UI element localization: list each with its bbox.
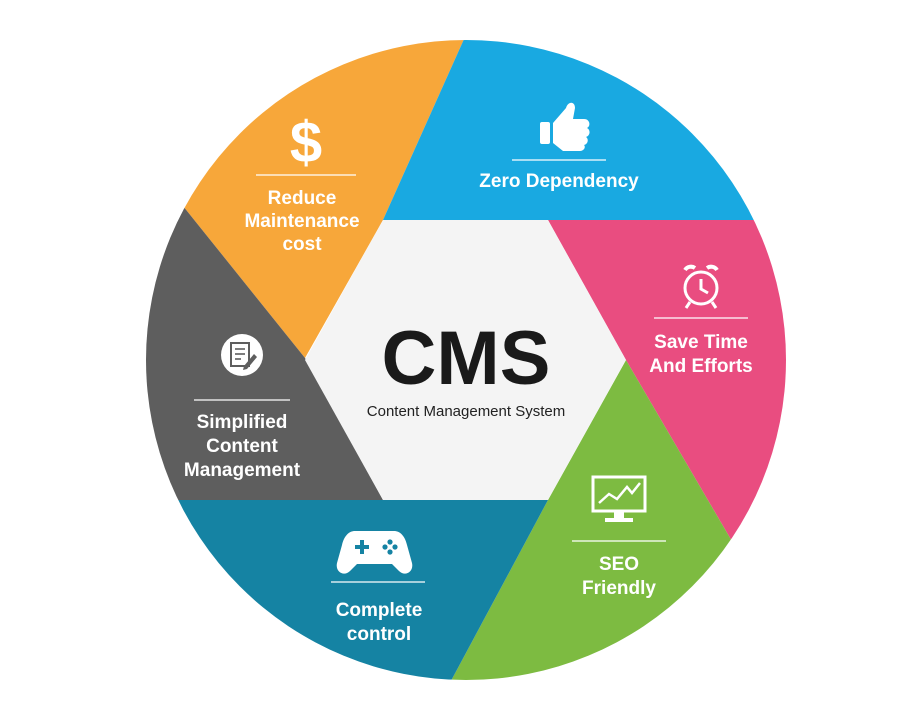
alarm-clock-icon <box>683 264 719 309</box>
cms-title: CMS <box>382 316 551 401</box>
segment-label: Save Time <box>654 332 748 353</box>
segment-label: And Efforts <box>649 356 752 377</box>
segment-label: Reduce <box>268 188 337 209</box>
segment-label: control <box>347 624 411 645</box>
segment-label: Simplified <box>197 412 288 433</box>
dollar-icon: $ <box>290 110 322 175</box>
segment-label: SEO <box>599 554 639 575</box>
segment-item-save-time: Save Time And Efforts <box>649 264 753 377</box>
center-hexagon <box>305 220 626 500</box>
segment-label: Complete <box>336 600 423 621</box>
segment-label: Friendly <box>582 578 656 599</box>
segment-item-complete-control: Complete control <box>331 531 425 645</box>
segment-label: Management <box>184 460 301 481</box>
segment-label: Zero Dependency <box>479 171 639 192</box>
segment-label: Content <box>206 436 278 457</box>
segment-item-seo-friendly: SEO Friendly <box>572 475 666 599</box>
segment-save-time <box>548 220 786 555</box>
segment-label: cost <box>282 234 322 255</box>
segment-item-reduce-maintenance: $ Reduce Maintenance cost <box>244 110 359 255</box>
thumbs-up-icon <box>540 102 590 151</box>
segment-item-zero-dependency: Zero Dependency <box>479 102 639 192</box>
segment-label: Maintenance <box>244 211 359 232</box>
segment-simplified-content <box>146 140 383 500</box>
monitor-chart-icon <box>591 475 647 522</box>
gamepad-icon <box>336 531 413 574</box>
document-edit-icon <box>221 334 263 376</box>
cms-subtitle: Content Management System <box>367 403 565 420</box>
segment-item-simplified-content: Simplified Content Management <box>184 334 301 481</box>
